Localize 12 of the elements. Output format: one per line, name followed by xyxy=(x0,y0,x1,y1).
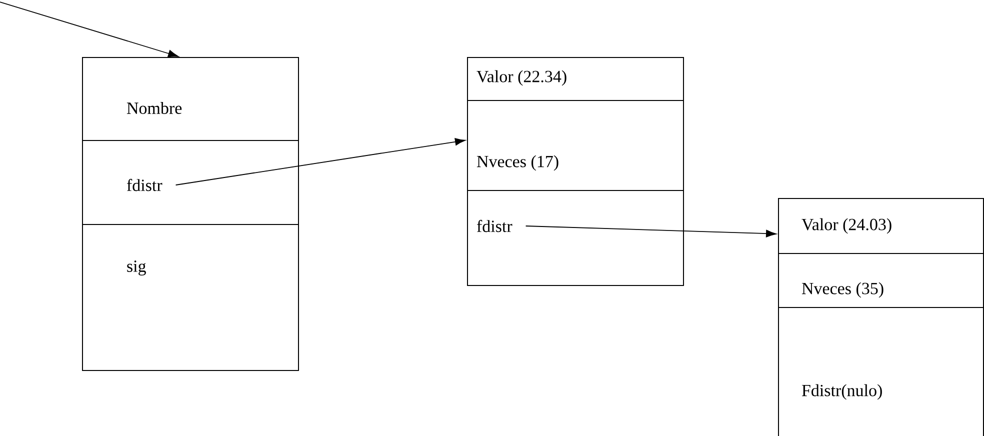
record-cell: Valor (24.03) xyxy=(778,198,984,254)
arrow xyxy=(525,226,776,238)
record-cell: fdistr xyxy=(82,140,299,225)
record-cell: Fdistr(nulo) xyxy=(778,307,984,436)
record-cell: Valor (22.34) xyxy=(467,57,684,101)
record-cell: Nombre xyxy=(82,57,299,141)
record-cell: sig xyxy=(82,224,299,371)
arrow xyxy=(175,138,466,186)
record-cell: fdistr xyxy=(467,190,684,286)
record-cell: Nveces (35) xyxy=(778,253,984,308)
record-cell: Nveces (17) xyxy=(467,100,684,191)
arrow xyxy=(0,2,178,58)
